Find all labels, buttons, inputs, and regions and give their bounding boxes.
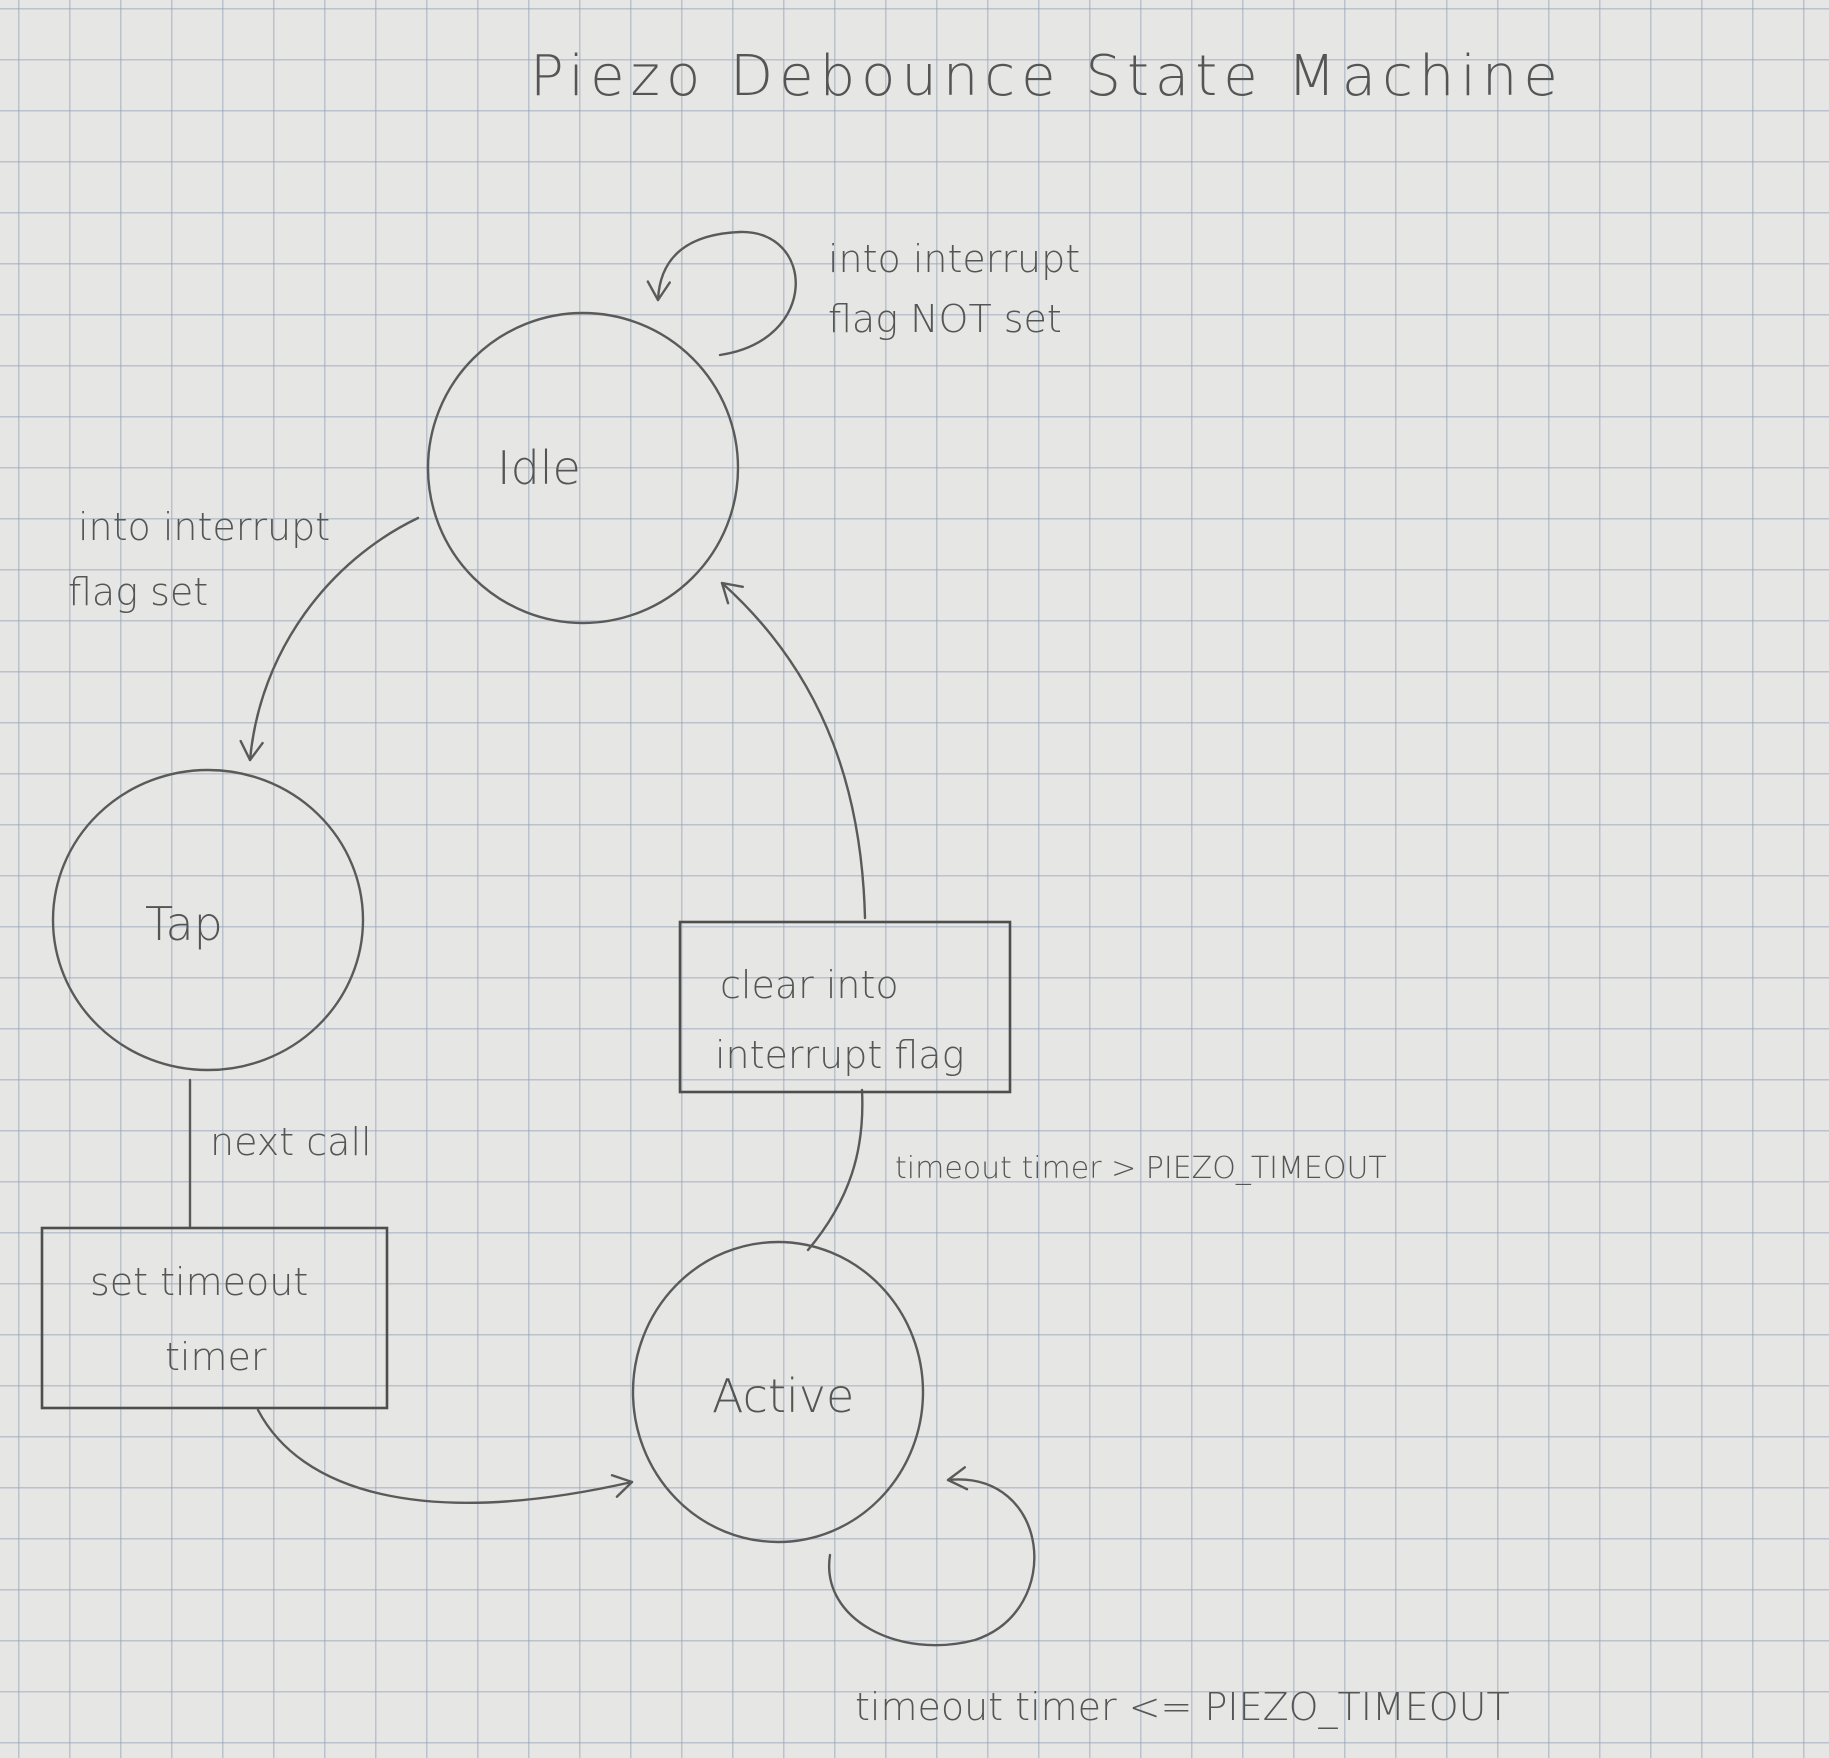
edge-tap-next-call-label: next call	[210, 1120, 372, 1164]
state-active-label: Active	[712, 1369, 854, 1423]
edge-active-to-clear-flag	[806, 1088, 864, 1252]
edge-active-self-loop	[827, 1466, 1036, 1647]
action-clear-interrupt-flag-box	[678, 920, 1012, 1094]
state-tap: Tap	[51, 768, 365, 1072]
diagram-title: Piezo Debounce State Machine	[530, 44, 1564, 109]
action-set-timeout-timer: set timeout timer	[40, 1226, 389, 1410]
state-idle-circle	[426, 311, 740, 625]
edge-set-timer-to-active	[256, 1408, 634, 1504]
action-clear-flag-line2: interrupt flag	[715, 1033, 964, 1077]
edge-active-to-idle-label: timeout timer > PIEZO_TIMEOUT	[895, 1151, 1387, 1186]
action-clear-flag-line1: clear into	[720, 963, 899, 1007]
action-set-timeout-timer-box	[40, 1226, 389, 1410]
edge-active-self-label: timeout timer <= PIEZO_TIMEOUT	[855, 1685, 1510, 1730]
edge-clear-flag-to-idle	[720, 581, 867, 920]
state-active: Active	[631, 1240, 925, 1544]
edge-idle-to-tap-label-line1: into interrupt	[78, 505, 330, 549]
edge-idle-to-tap-label-line2: flag set	[68, 570, 208, 614]
state-tap-label: Tap	[145, 897, 223, 951]
state-tap-circle	[51, 768, 365, 1072]
state-idle: Idle	[426, 311, 740, 625]
action-set-timer-line2: timer	[165, 1335, 267, 1379]
edge-idle-to-tap	[239, 516, 420, 762]
state-idle-label: Idle	[497, 441, 581, 495]
state-active-circle	[631, 1240, 925, 1544]
edge-idle-self-label-line1: into interrupt	[828, 237, 1080, 281]
action-set-timer-line1: set timeout	[90, 1260, 308, 1304]
edge-idle-self-label-line2: flag NOT set	[828, 297, 1062, 341]
edge-idle-self-loop	[646, 230, 797, 357]
action-clear-interrupt-flag: clear into interrupt flag	[678, 920, 1012, 1094]
